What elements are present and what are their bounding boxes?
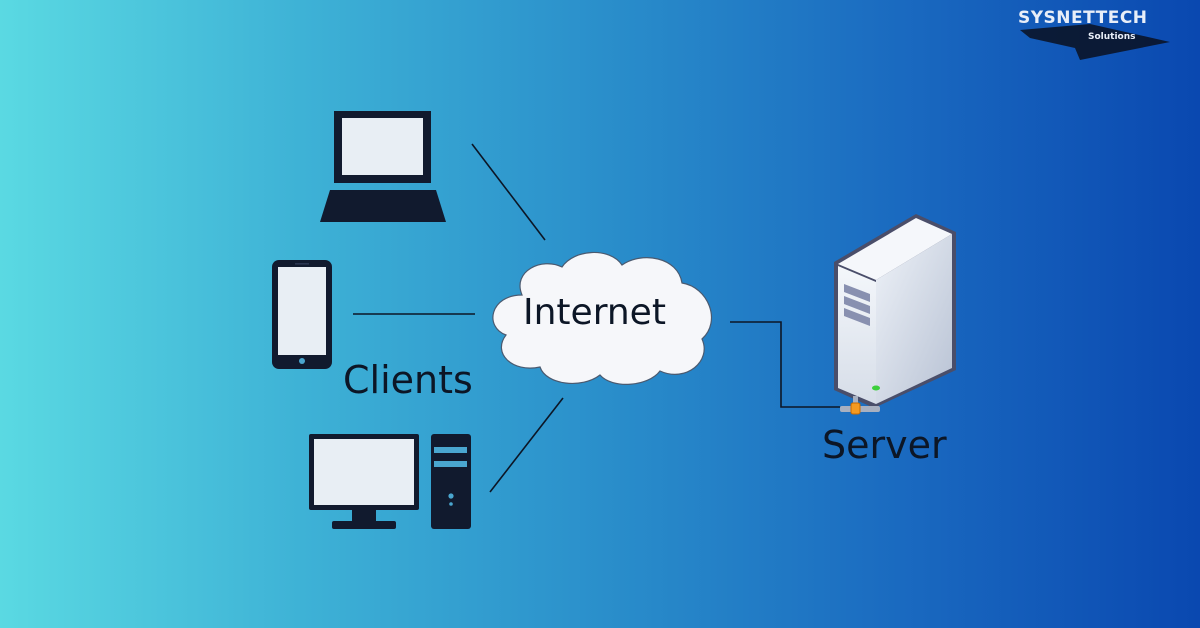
logo-subtitle: Solutions [1088,32,1136,42]
smartphone-icon [272,260,332,369]
cloud-icon [492,251,713,385]
logo-swoosh-icon [1020,24,1170,60]
desktop-monitor-icon [309,434,419,529]
sysnettech-logo: SYSNETTECH Solutions [1010,4,1200,64]
server-label: Server [822,423,947,467]
server-tower-icon [834,214,956,415]
laptop-icon [320,111,446,222]
clients-label: Clients [343,358,473,402]
edge-desktop-internet [489,397,564,493]
edge-laptop-internet [471,143,546,241]
logo-title: SYSNETTECH [1018,8,1148,28]
desktop-tower-icon [431,434,471,529]
internet-label: Internet [523,292,666,333]
edge-internet-server [730,321,840,408]
